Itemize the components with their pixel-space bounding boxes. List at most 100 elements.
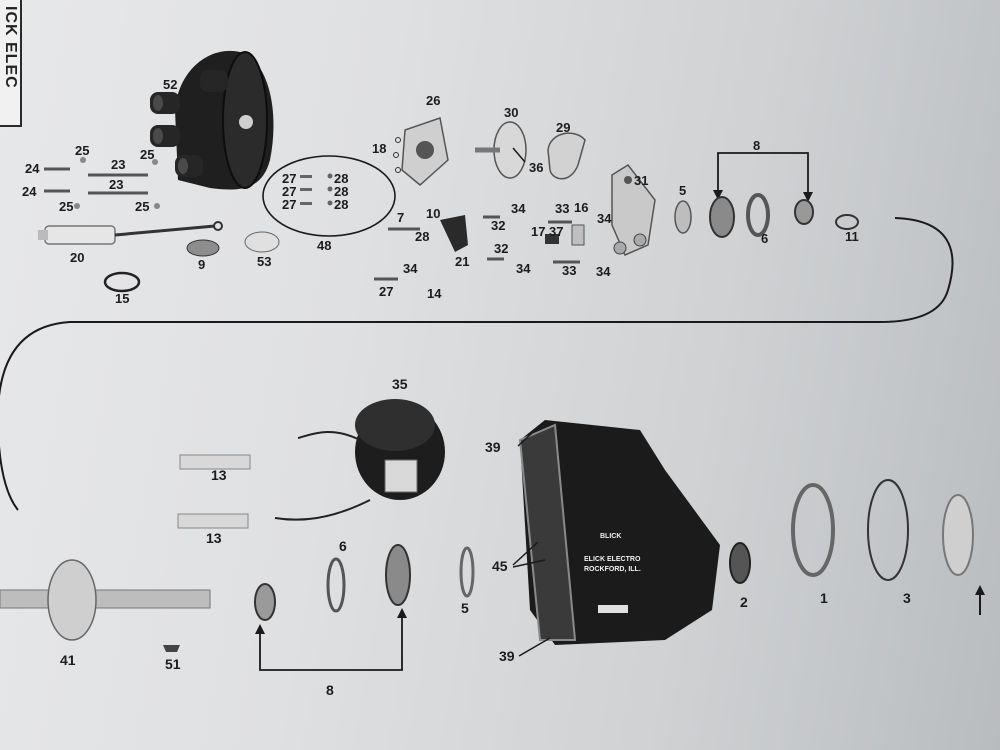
part-8-bearing-small — [794, 199, 814, 225]
part-53 — [244, 231, 280, 253]
callout-40: 40 — [642, 626, 658, 642]
callout-25-b: 25 — [140, 147, 155, 162]
part-52-cap — [150, 50, 274, 190]
callout-23-b: 23 — [109, 177, 124, 192]
callout-17: 17 — [531, 224, 546, 239]
flow-line-top — [0, 217, 954, 511]
callout-26: 26 — [426, 93, 441, 108]
callout-23-a: 23 — [111, 157, 126, 172]
callout-8-top: 8 — [753, 138, 761, 153]
part-35-coil — [274, 399, 445, 521]
part-3-ring — [867, 479, 909, 581]
callout-28-c: 28 — [334, 197, 349, 212]
callout-28-a: 28 — [334, 171, 349, 186]
group-ellipse-48 — [262, 155, 396, 237]
callout-34-b: 34 — [597, 211, 612, 226]
part-15-ring — [103, 271, 141, 293]
part-30-gear — [475, 121, 527, 179]
part-6-top — [746, 193, 770, 237]
callout-24-b: 24 — [22, 184, 37, 199]
part-cup-right — [942, 494, 974, 576]
callout-27-b: 27 — [282, 184, 297, 199]
callout-28-d: 28 — [415, 229, 430, 244]
callout-9: 9 — [198, 257, 206, 272]
callout-25-a: 25 — [75, 143, 90, 158]
part-11-ring — [835, 214, 859, 230]
callout-6-bottom: 6 — [339, 538, 347, 554]
callout-11: 11 — [845, 229, 859, 244]
callout-16: 16 — [574, 200, 589, 215]
callout-34-c: 34 — [516, 261, 531, 276]
side-tab: ICK ELEC — [0, 0, 22, 127]
callout-36: 36 — [529, 160, 544, 175]
part-29-cam — [547, 132, 586, 180]
callout-6-top: 6 — [761, 231, 769, 246]
callout-29: 29 — [556, 120, 571, 135]
callout-32-b: 32 — [494, 241, 509, 256]
screws-23-24 — [44, 167, 148, 195]
callout-21: 21 — [455, 254, 470, 269]
part-21 — [440, 215, 468, 252]
callout-39-b: 39 — [499, 648, 515, 664]
callout-13-a: 13 — [211, 467, 227, 483]
callout-48: 48 — [317, 238, 332, 253]
part-26-plate — [393, 117, 449, 186]
part-9 — [186, 239, 220, 257]
part-8-bearing-bottom — [254, 583, 276, 621]
callout-31: 31 — [634, 173, 649, 188]
part-5-top — [674, 200, 692, 234]
callout-5-bottom: 5 — [461, 600, 469, 616]
bracket-8-bottom — [259, 612, 403, 671]
callout-37: 37 — [549, 224, 564, 239]
callout-24-a: 24 — [25, 161, 40, 176]
part-1-plate — [791, 483, 835, 577]
callout-35: 35 — [392, 376, 408, 392]
callout-18: 18 — [372, 141, 387, 156]
part-51 — [163, 645, 180, 652]
bracket-8-top — [717, 152, 809, 198]
callout-51: 51 — [165, 656, 181, 672]
callout-27-a: 27 — [282, 171, 297, 186]
callout-33-a: 33 — [555, 201, 570, 216]
callout-25-c: 25 — [59, 199, 74, 214]
part-40-housing — [518, 420, 720, 645]
part-2 — [729, 542, 751, 584]
callout-7: 7 — [397, 210, 405, 225]
callout-30: 30 — [504, 105, 519, 120]
housing-brand: BLICK — [600, 533, 622, 540]
part-5-bottom — [459, 546, 475, 598]
part-20-suppressor — [38, 221, 223, 245]
callout-52: 52 — [163, 77, 178, 92]
part-8-bearing-top — [709, 196, 735, 238]
callout-34-d: 34 — [596, 264, 611, 279]
callout-32-a: 32 — [491, 218, 506, 233]
housing-city: ROCKFORD, ILL. — [584, 566, 641, 573]
callout-2: 2 — [740, 594, 748, 610]
side-tab-text: ICK ELEC — [2, 6, 19, 89]
callout-13-b: 13 — [206, 530, 222, 546]
callout-39-a: 39 — [485, 439, 501, 455]
part-8-bearing-large — [385, 544, 411, 606]
callout-45: 45 — [492, 558, 508, 574]
part-41-shaft — [0, 559, 211, 641]
callout-25-d: 25 — [135, 199, 150, 214]
callout-20: 20 — [70, 250, 85, 265]
callout-3: 3 — [903, 590, 911, 606]
callout-34-e: 34 — [403, 261, 418, 276]
callout-10: 10 — [426, 206, 441, 221]
callout-27-d: 27 — [379, 284, 394, 299]
callout-41: 41 — [60, 652, 76, 668]
callout-1: 1 — [820, 590, 828, 606]
part-31-bracket — [611, 164, 656, 256]
callout-14: 14 — [427, 286, 442, 301]
callout-33-b: 33 — [562, 263, 577, 278]
housing-maker: ELICK ELECTRO — [584, 556, 641, 563]
part-13-keys — [177, 454, 251, 529]
callout-15: 15 — [115, 291, 130, 306]
callout-5-top: 5 — [679, 183, 687, 198]
callout-34-a: 34 — [511, 201, 526, 216]
part-6-bottom — [326, 557, 346, 613]
callout-27-c: 27 — [282, 197, 297, 212]
